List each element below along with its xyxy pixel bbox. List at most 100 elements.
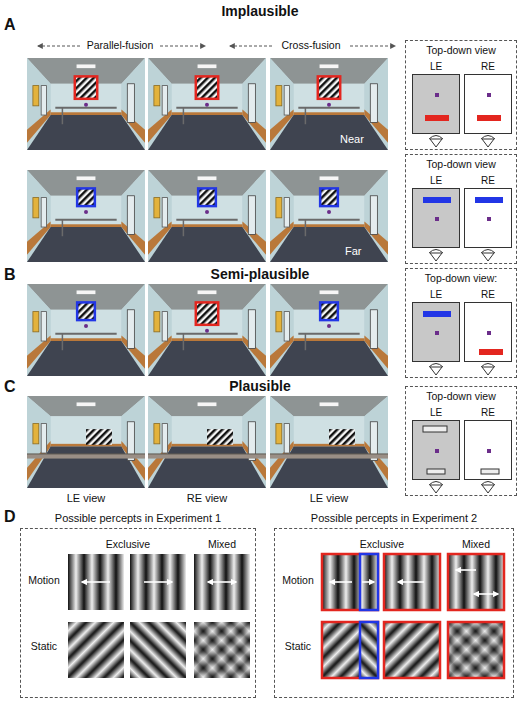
motion-arrow xyxy=(208,581,236,583)
fusion-arrow xyxy=(350,46,395,47)
striped-target xyxy=(329,429,355,445)
room-render xyxy=(148,396,266,488)
fixation-dot xyxy=(205,210,209,214)
eye-label: RE xyxy=(464,407,512,419)
fixation-dot xyxy=(205,103,209,107)
room-render xyxy=(270,58,388,150)
eye-view-rect xyxy=(412,74,460,134)
wainscot xyxy=(51,112,122,115)
eye-view-rect xyxy=(412,302,460,362)
striped-target xyxy=(318,76,340,98)
ceiling-light xyxy=(198,290,217,294)
railing xyxy=(148,454,266,459)
eye-symbol xyxy=(429,364,443,376)
fusion-arrow xyxy=(160,46,205,47)
motion-arrow xyxy=(82,581,110,583)
view-heading: Top-down view xyxy=(406,390,516,402)
room-render xyxy=(148,58,266,150)
eye-label: RE xyxy=(464,175,512,187)
eye-body xyxy=(430,485,442,493)
back-wall xyxy=(51,416,122,446)
grating xyxy=(130,554,186,610)
grating xyxy=(448,554,504,610)
scene-plan xyxy=(465,75,511,133)
room-bg xyxy=(270,284,388,376)
railing-post xyxy=(62,108,64,125)
grating xyxy=(322,554,378,610)
eye-body xyxy=(482,253,494,261)
fixation-dot xyxy=(435,331,439,335)
eye-label: LE xyxy=(412,289,460,301)
ceiling-light xyxy=(77,64,96,68)
poster xyxy=(154,198,160,218)
target-outline xyxy=(427,469,445,474)
panel-title: Semi-plausible xyxy=(160,266,360,282)
room-render xyxy=(148,170,266,262)
eye-body xyxy=(482,485,494,493)
door xyxy=(370,84,377,123)
target-outline xyxy=(423,426,447,432)
column-header: Mixed xyxy=(194,538,250,550)
eye-symbol xyxy=(429,482,443,494)
cell-border xyxy=(448,622,504,678)
railing xyxy=(55,333,116,335)
grating xyxy=(68,554,124,610)
percept-cell xyxy=(68,622,124,678)
fusion-arrow xyxy=(230,46,272,47)
railing-post xyxy=(183,108,185,125)
eye-label: LE xyxy=(412,175,460,187)
door xyxy=(162,312,167,341)
room-bg xyxy=(27,58,145,150)
percept-cell xyxy=(322,622,378,678)
poster xyxy=(33,198,39,218)
row-header: Motion xyxy=(22,574,66,586)
top-down-box: Top-down viewLERE xyxy=(405,40,517,150)
top-down-box: Top-down viewLE RE xyxy=(405,386,517,496)
room-render xyxy=(270,170,388,262)
ceiling-light xyxy=(198,64,217,68)
eye-label: RE xyxy=(464,61,512,73)
target-bar xyxy=(475,197,503,203)
eye-label: RE xyxy=(464,289,512,301)
railing-edge xyxy=(27,453,145,454)
fixation-dot xyxy=(487,331,491,335)
fixation-dot xyxy=(205,329,209,333)
panel-heading: Possible percepts in Experiment 1 xyxy=(20,512,256,525)
eye-view-rect xyxy=(464,420,512,480)
fixation-dot xyxy=(327,324,331,328)
wainscot xyxy=(172,224,243,227)
room-render xyxy=(27,170,145,262)
eye-lid xyxy=(481,250,495,254)
room-bg xyxy=(270,396,388,488)
room-render xyxy=(270,396,388,488)
column-header: Exclusive xyxy=(68,538,188,550)
eye-lid xyxy=(429,250,443,254)
grating xyxy=(194,622,250,678)
view-label: LE view xyxy=(27,492,145,505)
door xyxy=(127,84,134,123)
ceiling-light xyxy=(320,176,339,180)
fixation-dot xyxy=(84,103,88,107)
view-heading: Top-down view: xyxy=(406,272,516,284)
eye-view: LE xyxy=(412,289,460,363)
eye-lid xyxy=(481,364,495,368)
room-bg xyxy=(270,170,388,262)
railing xyxy=(270,454,388,459)
percept-panel: Possible percepts in Experiment 1 Exclusi… xyxy=(20,512,256,698)
grating xyxy=(448,622,504,678)
ceiling-light xyxy=(77,290,96,294)
eye-body xyxy=(430,367,442,375)
railing xyxy=(176,219,237,221)
poster xyxy=(33,424,39,444)
room-bg xyxy=(27,170,145,262)
target-bar xyxy=(425,115,449,121)
eye-body xyxy=(482,367,494,375)
fusion-arrow xyxy=(38,46,80,47)
grating xyxy=(194,554,250,610)
ceiling-light xyxy=(320,402,339,406)
door xyxy=(41,198,46,227)
percept-cell xyxy=(448,622,504,678)
eye-view: LE xyxy=(412,407,460,481)
poster xyxy=(33,86,39,106)
door xyxy=(41,424,46,453)
